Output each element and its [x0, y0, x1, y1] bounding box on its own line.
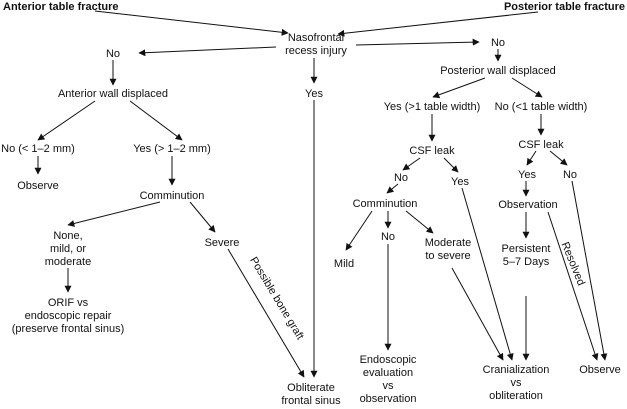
posterior-table-fracture-label: Posterior table fracture [504, 1, 625, 13]
obliterate-line1: Obliterate [287, 382, 335, 394]
resolved-label: Resolved [559, 240, 587, 287]
arrow-nasofrontal-to-left-no [138, 46, 277, 57]
arrow-csf-left-to-yes [443, 157, 459, 173]
persistent-line1: Persistent [502, 243, 551, 255]
arrow-observation-to-observe [547, 211, 599, 361]
orif-line2: endoscopic repair [25, 310, 112, 322]
csf-yes-right-label: Yes [518, 169, 536, 181]
observation-label: Observation [498, 199, 557, 211]
ant-no-small-label: No (< 1–2 mm) [1, 143, 75, 155]
csf-no-right-label: No [563, 169, 577, 181]
arrow-no-right-to-observe [571, 180, 608, 361]
arrow-comminution-to-mild-group [67, 201, 161, 227]
moderate-line1: Moderate [425, 237, 471, 249]
severe-label: Severe [205, 237, 240, 249]
mild-label: Mild [334, 258, 354, 270]
cranialization-line3: obliteration [489, 390, 543, 402]
csf-leak-right-label: CSF leak [518, 139, 564, 151]
moderate-line2: to severe [425, 250, 470, 262]
csf-yes-left-label: Yes [451, 176, 469, 188]
mild-group-line1: None, [53, 230, 82, 242]
arrow-no-to-comminution [386, 183, 399, 194]
obliterate-line2: frontal sinus [281, 395, 341, 407]
mild-group-line2: mild, or [50, 243, 86, 255]
comminution-right-label: Comminution [353, 198, 418, 210]
center-yes-label: Yes [305, 88, 323, 100]
arrow-csf-right-to-yes [526, 150, 537, 166]
arrow-nasofrontal-to-right-no [355, 38, 480, 46]
observe-left-label: Observe [17, 180, 59, 192]
arrow-comminution-to-mild [345, 210, 373, 251]
persistent-line2: 5–7 Days [503, 256, 550, 268]
left-no-label: No [106, 48, 120, 60]
arrow-csf-left-to-no [402, 157, 421, 171]
right-no-label: No [491, 37, 505, 49]
arrow-posterior-to-yes [432, 77, 486, 99]
arrow-anterior-wall-to-no [37, 100, 96, 141]
arrow-yes-left-to-cranialization [461, 187, 514, 361]
nasofrontal-label-line1: Nasofrontal [288, 32, 344, 44]
arrow-anterior-wall-to-yes [129, 100, 183, 141]
anterior-table-fracture-label: Anterior table fracture [3, 1, 119, 13]
arrow-csf-right-to-no [549, 150, 568, 166]
anterior-wall-displaced-label: Anterior wall displaced [58, 88, 168, 100]
arrow-anterior-to-nasofrontal [94, 10, 289, 36]
endoscopic-line1: Endoscopic [360, 354, 417, 366]
orif-line1: ORIF vs [48, 297, 89, 309]
csf-no-left-label: No [394, 172, 408, 184]
arrow-moderate-to-cranialization [451, 267, 504, 361]
posterior-wall-displaced-label: Posterior wall displaced [440, 65, 556, 77]
arrow-posterior-to-no [511, 77, 543, 98]
arrow-severe-to-obliterate [227, 248, 305, 378]
nasofrontal-label-line2: recess injury [285, 45, 347, 57]
arrow-comminution-to-severe [189, 201, 216, 233]
connectors [34, 10, 608, 378]
comminution-left-label: Comminution [140, 190, 205, 202]
observe-right-label: Observe [579, 364, 621, 376]
cranialization-line1: Cranialization [483, 364, 550, 376]
endoscopic-line3: vs [383, 380, 395, 392]
mild-group-line3: moderate [45, 256, 91, 268]
orif-line3: (preserve frontal sinus) [12, 323, 125, 335]
possible-bone-graft-label: Possible bone graft [247, 255, 306, 342]
post-yes-wide-label: Yes (>1 table width) [384, 101, 481, 113]
csf-leak-left-label: CSF leak [409, 145, 455, 157]
cranialization-line2: vs [511, 377, 523, 389]
arrow-posterior-to-nasofrontal [337, 11, 539, 37]
post-no-narrow-label: No (<1 table width) [495, 101, 588, 113]
endoscopic-line4: observation [360, 393, 417, 405]
arrow-comminution-to-moderate [405, 210, 434, 234]
endoscopic-line2: evaluation [363, 367, 413, 379]
comminution-no-label: No [381, 231, 395, 243]
ant-yes-large-label: Yes (> 1–2 mm) [133, 143, 211, 155]
